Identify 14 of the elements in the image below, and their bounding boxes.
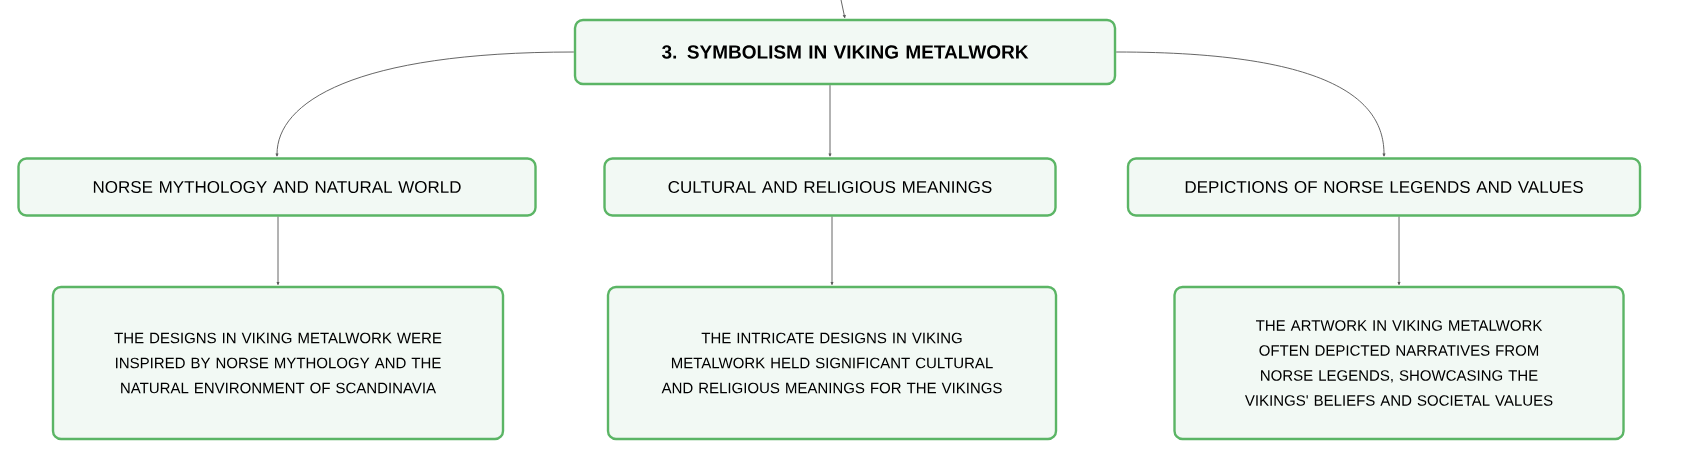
connector-arrow	[276, 216, 280, 286]
subtopic-box: NORSE MYTHOLOGY AND NATURAL WORLD	[17, 157, 537, 217]
connector-arrow	[840, 0, 846, 19]
connector-arrow	[1397, 216, 1401, 286]
connector-arrow	[830, 216, 834, 286]
connector-arrow	[1115, 51, 1386, 157]
detail-box: THE DESIGNS IN VIKING METALWORK WERE INSPIRED BY NORSE MYTHOLOGY AND THE NATURAL ENVIRONMENT OF SCANDINAVIA	[51, 285, 505, 441]
central-topic-box: 3. SYMBOLISM IN VIKING METALWORK	[573, 18, 1117, 86]
connector-arrow	[275, 51, 575, 157]
connector-arrow	[828, 84, 832, 157]
detail-box: THE INTRICATE DESIGNS IN VIKING METALWORK HELD SIGNIFICANT CULTURAL AND RELIGIOUS MEANINGS FOR THE VIKINGS	[606, 285, 1058, 441]
subtopic-box: CULTURAL AND RELIGIOUS MEANINGS	[603, 157, 1057, 217]
detail-box: THE ARTWORK IN VIKING METALWORK OFTEN DEPICTED NARRATIVES FROM NORSE LEGENDS, SHOWCASING THE VIKINGS' BELIEFS AND SOCIETAL VALUES	[1173, 285, 1625, 441]
subtopic-box: DEPICTIONS OF NORSE LEGENDS AND VALUES	[1126, 157, 1642, 217]
